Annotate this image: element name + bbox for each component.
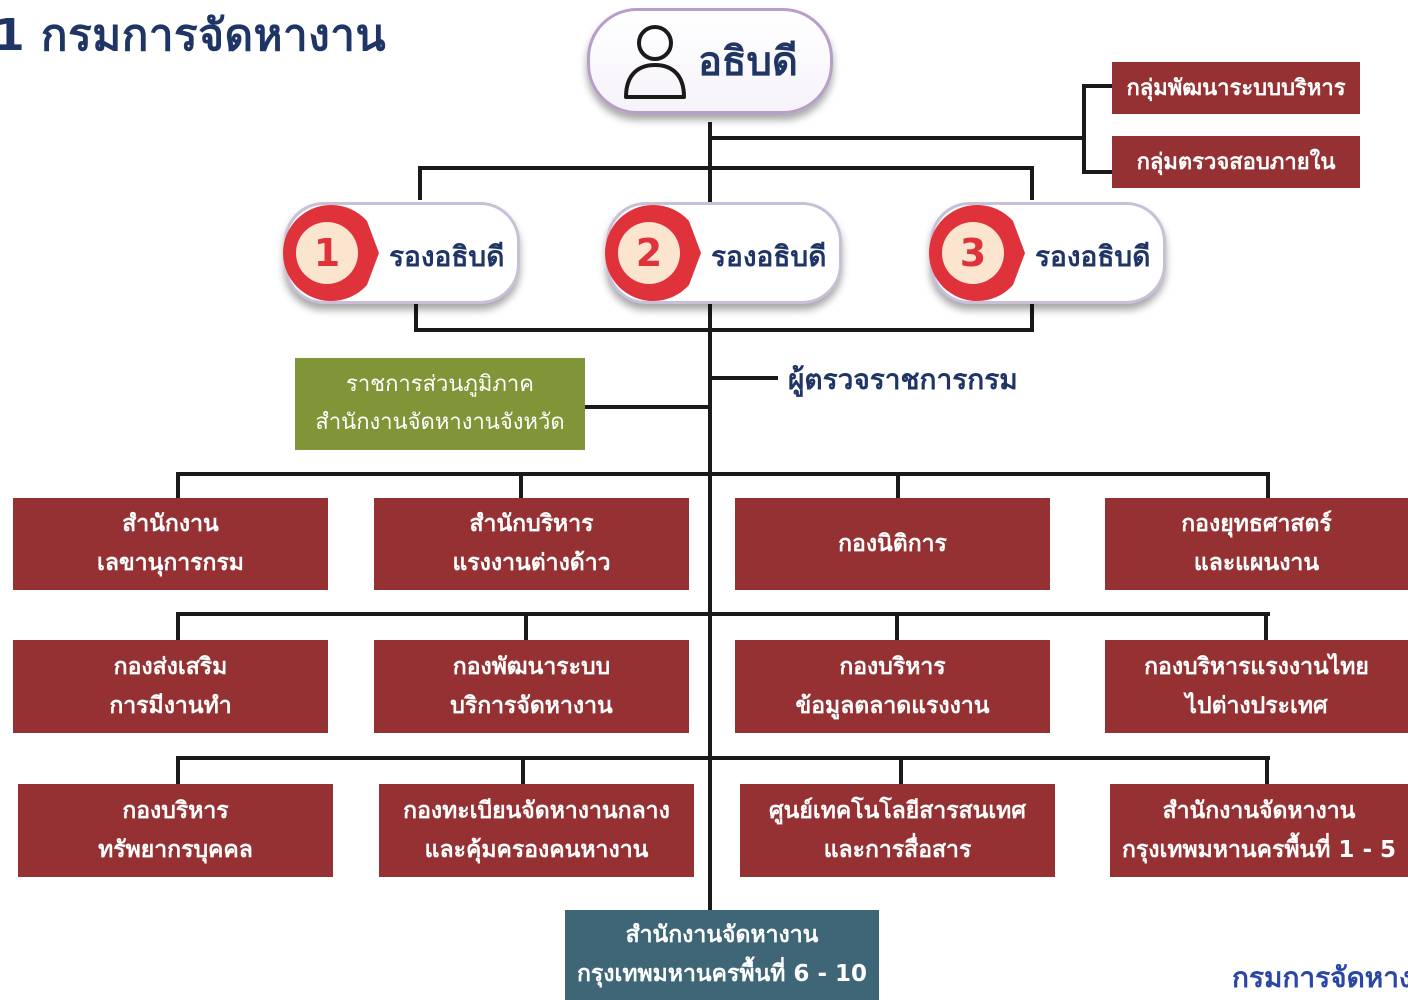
bottom-unit-box: สำนักงานจัดหางาน กรุงเทพมหานครพื้นที่ 6 … bbox=[565, 910, 879, 1000]
unit-line-2: ข้อมูลตลาดแรงงาน bbox=[795, 692, 990, 719]
unit-box: กองยุทธศาสตร์ และแผนงาน bbox=[1105, 498, 1408, 590]
connector-staff-bar bbox=[708, 136, 1086, 140]
unit-line-2: การมีงานทำ bbox=[109, 692, 232, 719]
unit-box: กองทะเบียนจัดหางานกลาง และคุ้มครองคนหางา… bbox=[379, 784, 694, 877]
connector-row1-drop-2 bbox=[519, 472, 523, 498]
unit-line-2: บริการจัดหางาน bbox=[450, 692, 613, 719]
deputy-director-3: 3 รองอธิบดี bbox=[929, 202, 1166, 304]
unit-line-1: กองนิติการ bbox=[838, 530, 947, 557]
unit-line-2: กรุงเทพมหานครพื้นที่ 1 - 5 bbox=[1121, 836, 1396, 863]
regional-line-1: ราชการส่วนภูมิภาค bbox=[346, 372, 534, 397]
staff-group-label: กลุ่มพัฒนาระบบบริหาร bbox=[1126, 75, 1346, 101]
unit-box: ศูนย์เทคโนโลยีสารสนเทศ และการสื่อสาร bbox=[740, 784, 1055, 877]
unit-box: กองนิติการ bbox=[735, 498, 1050, 590]
unit-box: กองบริหารแรงงานไทย ไปต่างประเทศ bbox=[1105, 640, 1408, 733]
deputy-label: รองอธิบดี bbox=[1035, 240, 1151, 273]
connector-row3-drop-3 bbox=[899, 756, 903, 784]
connector-row2-drop-3 bbox=[895, 612, 899, 640]
connector-row3-bar bbox=[176, 756, 1270, 760]
regional-line-2: สำนักงานจัดหางานจังหวัด bbox=[315, 410, 565, 435]
connector-staff-2 bbox=[1082, 170, 1112, 174]
unit-line-2: เลขานุการกรม bbox=[97, 550, 244, 576]
unit-line-1: กองส่งเสริม bbox=[113, 653, 228, 680]
connector-deputy-3-top bbox=[1030, 166, 1034, 200]
director-label: อธิบดี bbox=[698, 39, 798, 85]
connector-deputy-1-top bbox=[418, 166, 422, 200]
connector-deputy-1-bottom bbox=[414, 300, 418, 330]
deputy-director-2: 2 รองอธิบดี bbox=[605, 202, 842, 304]
unit-line-1: กองบริหาร bbox=[839, 653, 946, 680]
unit-line-1: กองทะเบียนจัดหางานกลาง bbox=[403, 797, 670, 824]
unit-line-2: แรงงานต่างด้าว bbox=[452, 550, 611, 576]
unit-line-1: ศูนย์เทคโนโลยีสารสนเทศ bbox=[769, 797, 1026, 824]
unit-line-2: และคุ้มครองคนหางาน bbox=[424, 836, 649, 863]
unit-line-2: ไปต่างประเทศ bbox=[1185, 692, 1328, 719]
unit-box: กองพัฒนาระบบ บริการจัดหางาน bbox=[374, 640, 689, 733]
unit-line-1: สำนักงานจัดหางาน bbox=[1162, 797, 1356, 824]
connector-row3-drop-4 bbox=[1265, 756, 1269, 784]
connector-regional bbox=[585, 405, 710, 409]
staff-group-admin-development: กลุ่มพัฒนาระบบบริหาร bbox=[1112, 62, 1360, 114]
unit-box: สำนักงานจัดหางาน กรุงเทพมหานครพื้นที่ 1 … bbox=[1110, 784, 1408, 877]
connector-main-trunk bbox=[708, 122, 712, 914]
connector-row1-drop-4 bbox=[1266, 472, 1270, 498]
unit-line-1: กองบริหารแรงงานไทย bbox=[1144, 653, 1369, 680]
deputy-number: 3 bbox=[960, 231, 986, 275]
number-badge-icon: 2 bbox=[605, 204, 701, 302]
number-badge-icon: 1 bbox=[283, 204, 379, 302]
unit-box: กองส่งเสริม การมีงานทำ bbox=[13, 640, 328, 733]
page-title: 1 กรมการจัดหางาน bbox=[0, 10, 387, 61]
connector-row2-drop-2 bbox=[524, 612, 528, 640]
deputy-number: 2 bbox=[636, 231, 662, 275]
connector-row2-drop-1 bbox=[176, 612, 180, 640]
unit-line-1: สำนักงานจัดหางาน bbox=[625, 922, 819, 948]
connector-staff-vertical bbox=[1082, 84, 1086, 174]
unit-box: สำนักบริหาร แรงงานต่างด้าว bbox=[374, 498, 689, 590]
connector-staff-1 bbox=[1082, 84, 1112, 88]
deputy-label: รองอธิบดี bbox=[711, 240, 827, 273]
unit-line-2: ทรัพยากรบุคคล bbox=[98, 836, 253, 863]
unit-line-1: กองยุทธศาสตร์ bbox=[1181, 511, 1332, 537]
unit-line-2: และการสื่อสาร bbox=[823, 836, 972, 863]
inspector-label: ผู้ตรวจราชการกรม bbox=[788, 363, 1018, 396]
director-box: อธิบดี bbox=[587, 8, 833, 114]
staff-group-internal-audit: กลุ่มตรวจสอบภายใน bbox=[1112, 136, 1360, 188]
person-icon bbox=[624, 25, 686, 99]
unit-box: กองบริหาร ทรัพยากรบุคคล bbox=[18, 784, 333, 877]
number-badge-icon: 3 bbox=[929, 204, 1025, 302]
connector-deputy-bottom bbox=[414, 328, 1034, 332]
connector-row1-drop-3 bbox=[896, 472, 900, 498]
unit-box: สำนักงาน เลขานุการกรม bbox=[13, 498, 328, 590]
deputy-director-1: 1 รองอธิบดี bbox=[283, 202, 520, 304]
unit-line-1: สำนักงาน bbox=[122, 511, 219, 537]
unit-line-1: กองบริหาร bbox=[122, 797, 229, 824]
unit-line-2: กรุงเทพมหานครพื้นที่ 6 - 10 bbox=[576, 961, 867, 987]
connector-inspector bbox=[712, 376, 778, 380]
connector-row2-bar bbox=[176, 612, 1270, 616]
connector-deputy-top bbox=[418, 166, 1034, 170]
connector-row3-drop-1 bbox=[176, 756, 180, 784]
unit-box: กองบริหาร ข้อมูลตลาดแรงงาน bbox=[735, 640, 1050, 733]
connector-row1-bar bbox=[176, 472, 1270, 476]
connector-deputy-3-bottom bbox=[1030, 300, 1034, 330]
unit-line-1: สำนักบริหาร bbox=[469, 511, 594, 537]
deputy-number: 1 bbox=[314, 231, 340, 275]
connector-row3-drop-2 bbox=[521, 756, 525, 784]
connector-row2-drop-4 bbox=[1264, 612, 1268, 640]
unit-line-2: และแผนงาน bbox=[1193, 550, 1320, 576]
connector-row1-drop-1 bbox=[176, 472, 180, 498]
deputy-label: รองอธิบดี bbox=[389, 240, 505, 273]
staff-group-label: กลุ่มตรวจสอบภายใน bbox=[1136, 149, 1336, 175]
unit-line-1: กองพัฒนาระบบ bbox=[452, 653, 611, 680]
regional-box: ราชการส่วนภูมิภาค สำนักงานจัดหางานจังหวั… bbox=[295, 358, 585, 450]
footer-label: กรมการจัดหางา bbox=[1232, 961, 1408, 994]
